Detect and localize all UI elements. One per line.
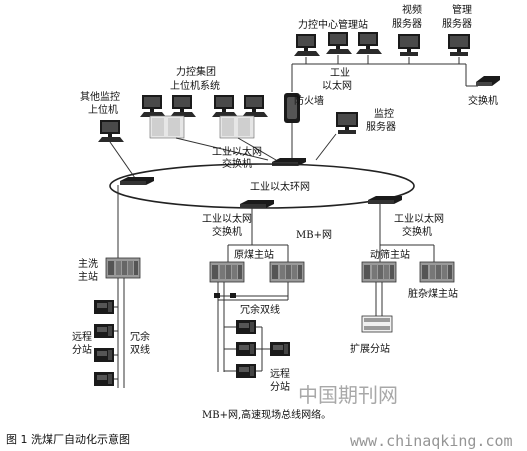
- bottom-note: MB+网,高速现场总线网络。: [202, 408, 331, 421]
- other-monitor-icon: [98, 120, 124, 142]
- dirty-coal-label: 脏杂煤主站: [408, 287, 458, 300]
- other-monitor-label-1: 其他监控: [80, 90, 120, 103]
- eth-switch-mid-label-2: 交换机: [212, 225, 242, 238]
- eth-switch-mid-label-1: 工业以太网: [202, 212, 252, 225]
- left-rio-3: [94, 348, 114, 362]
- raw-coal-plc-1: [209, 261, 245, 283]
- switch-left-icon: [120, 177, 154, 185]
- expansion-label: 扩展分站: [350, 342, 390, 355]
- main-wash-label-1: 主洗: [78, 258, 98, 270]
- watermark-cn: 中国期刊网: [298, 383, 398, 407]
- top-ethernet-bus: [291, 55, 478, 92]
- raw-coal-label: 原煤主站: [234, 248, 274, 261]
- figure-caption: 图 1 洗煤厂自动化示意图: [6, 432, 130, 446]
- main-wash-label-2: 主站: [78, 270, 98, 283]
- eth-switch-center-label-1: 工业以太网: [212, 145, 262, 158]
- switch-top-icon: [476, 76, 500, 86]
- group-system-label-1: 力控集团: [176, 65, 216, 78]
- expansion-module-icon: [361, 315, 393, 333]
- remote-mid-label-1: 远程: [270, 368, 290, 380]
- monitor-server-label-2: 服务器: [366, 120, 396, 133]
- redundant-left-label-2: 双线: [130, 343, 150, 356]
- firewall-label: 防火墙: [294, 94, 324, 107]
- switch-mid-icon: [240, 200, 274, 208]
- remote-mid-label-2: 分站: [270, 380, 290, 393]
- central-station-pcs: [294, 32, 382, 56]
- watermark-url: www.chinaqking.com: [350, 432, 513, 450]
- screen-station-label: 动筛主站: [370, 248, 410, 261]
- mgmt-server-label-2: 服务器: [442, 17, 472, 30]
- raw-coal-plc-2: [269, 261, 305, 283]
- mid-rio-2: [236, 342, 256, 356]
- video-server-label-2: 服务器: [392, 17, 422, 30]
- ethernet-top-label-2: 以太网: [322, 79, 352, 92]
- screen-station-plc: [361, 261, 397, 283]
- firewall-icon: [284, 93, 300, 123]
- ring-network: [109, 163, 415, 209]
- video-server-label-1: 视频: [402, 3, 422, 16]
- other-monitor-label-2: 上位机: [88, 103, 118, 116]
- mid-rio-3: [236, 364, 256, 378]
- left-rio-4: [94, 372, 114, 386]
- ring-label: 工业以太环网: [250, 180, 310, 193]
- remote-left-label-2: 分站: [72, 343, 92, 356]
- monitor-server-icon: [336, 112, 358, 134]
- central-station-label: 力控中心管理站: [298, 18, 368, 31]
- group-system-label-2: 上位机系统: [170, 79, 220, 92]
- redundant-mid-label: 冗余双线: [240, 303, 280, 316]
- group-system-stations: [140, 95, 268, 139]
- ethernet-top-label-1: 工业: [330, 67, 350, 79]
- monitor-server-label-1: 监控: [374, 107, 394, 120]
- video-server-icon: [398, 34, 420, 56]
- left-rio-1: [94, 300, 114, 314]
- mid-rio-4: [270, 342, 290, 356]
- eth-switch-right-label-1: 工业以太网: [394, 212, 444, 225]
- redundant-left-label-1: 冗余: [130, 330, 150, 343]
- switch-top-label: 交换机: [468, 94, 498, 107]
- mid-rio-1: [236, 320, 256, 334]
- dirty-coal-plc: [419, 261, 455, 283]
- eth-switch-right-label-2: 交换机: [402, 225, 432, 238]
- main-wash-plc-icon: [105, 257, 141, 279]
- switch-right-icon: [368, 196, 402, 204]
- remote-left-label-1: 远程: [72, 331, 92, 343]
- mgmt-server-icon: [448, 34, 470, 56]
- left-rio-2: [94, 324, 114, 338]
- mb-net-label: MB+网: [296, 229, 332, 241]
- mgmt-server-label-1: 管理: [452, 3, 472, 16]
